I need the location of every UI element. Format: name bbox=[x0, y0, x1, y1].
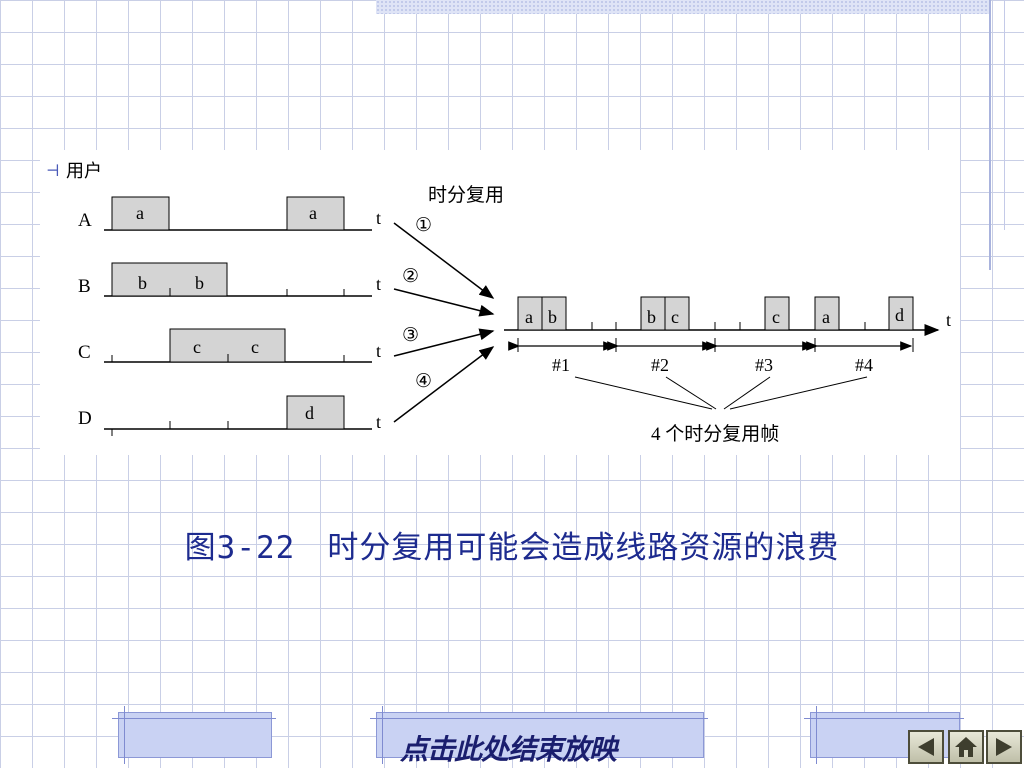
block-d-label: d bbox=[305, 403, 314, 423]
home-button[interactable] bbox=[948, 730, 984, 764]
slot-a-4-label: a bbox=[822, 307, 830, 327]
channel-label-4: ④ bbox=[415, 371, 432, 392]
slot-b-2-label: b bbox=[647, 307, 656, 327]
time-axis-b: t bbox=[376, 274, 381, 294]
slot-b-1 bbox=[541, 296, 567, 331]
footer-deco-left-line bbox=[124, 706, 125, 764]
footer-deco-right-line bbox=[816, 706, 817, 764]
block-c2-label: c bbox=[251, 337, 259, 357]
next-icon bbox=[996, 738, 1012, 756]
user-label-b: B bbox=[78, 276, 91, 297]
channel-label-1: ① bbox=[415, 215, 432, 236]
slot-a-1-label: a bbox=[525, 307, 533, 327]
user-label-d: D bbox=[78, 408, 92, 429]
arrow-channel-4 bbox=[393, 346, 495, 423]
user-label-a: A bbox=[78, 210, 92, 231]
footer-deco-left-hline bbox=[112, 718, 276, 719]
slot-b-1-label: b bbox=[548, 307, 557, 327]
footer-deco-center-line bbox=[382, 706, 383, 764]
next-slide-button[interactable] bbox=[986, 730, 1022, 764]
frames-label: 4 个时分复用帧 bbox=[651, 423, 779, 445]
block-d bbox=[286, 395, 345, 430]
previous-slide-button[interactable] bbox=[908, 730, 944, 764]
time-axis-c: t bbox=[376, 341, 381, 361]
arrow-channel-2 bbox=[393, 288, 495, 317]
time-axis-a: t bbox=[376, 208, 381, 228]
bullet-label: 用户 bbox=[66, 161, 102, 181]
arrow-channel-1 bbox=[393, 222, 495, 299]
slot-c-3-label: c bbox=[772, 307, 780, 327]
right-decoration-line-thin bbox=[1004, 0, 1005, 230]
slot-b-2 bbox=[640, 296, 666, 331]
block-c1-label: c bbox=[193, 337, 201, 357]
block-a1 bbox=[111, 196, 170, 231]
slot-d-4 bbox=[888, 296, 914, 331]
home-icon bbox=[955, 737, 977, 757]
slot-c-2 bbox=[664, 296, 690, 331]
frame-label-2: #2 bbox=[651, 355, 669, 375]
time-axis-d: t bbox=[376, 412, 381, 432]
user-label-c: C bbox=[78, 342, 91, 363]
footer-deco-right-hline bbox=[804, 718, 964, 719]
arrow-channel-3 bbox=[393, 328, 495, 357]
end-show-link[interactable]: 点击此处结束放映 bbox=[400, 733, 617, 766]
frame-label-3: #3 bbox=[755, 355, 773, 375]
frame-label-4: #4 bbox=[855, 355, 873, 375]
slot-a-4 bbox=[814, 296, 840, 331]
footer-deco-center-hline bbox=[370, 718, 708, 719]
figure-panel bbox=[40, 150, 960, 455]
slot-c-3 bbox=[764, 296, 790, 331]
block-a2 bbox=[286, 196, 345, 231]
right-decoration-line bbox=[989, 0, 991, 270]
figure-title: 时分复用 bbox=[428, 184, 504, 206]
footer-deco-left bbox=[118, 712, 272, 758]
footer-deco-center bbox=[376, 712, 704, 758]
frame-label-1: #1 bbox=[552, 355, 570, 375]
multiplexed-time-axis: t bbox=[946, 310, 951, 330]
block-a2-label: a bbox=[309, 203, 317, 223]
figure-caption: 图3-22 时分复用可能会造成线路资源的浪费 bbox=[184, 530, 840, 566]
block-b2-label: b bbox=[195, 273, 204, 293]
slot-c-2-label: c bbox=[671, 307, 679, 327]
slot-a-1 bbox=[517, 296, 543, 331]
block-a1-label: a bbox=[136, 203, 144, 223]
block-b1-label: b bbox=[138, 273, 147, 293]
bullet-marker: ⊣ bbox=[46, 163, 60, 180]
top-decoration-bar bbox=[376, 0, 990, 14]
previous-icon bbox=[918, 738, 934, 756]
channel-label-3: ③ bbox=[402, 325, 419, 346]
channel-label-2: ② bbox=[402, 266, 419, 287]
frame-leader-lines bbox=[574, 376, 868, 410]
slot-d-4-label: d bbox=[895, 305, 904, 325]
